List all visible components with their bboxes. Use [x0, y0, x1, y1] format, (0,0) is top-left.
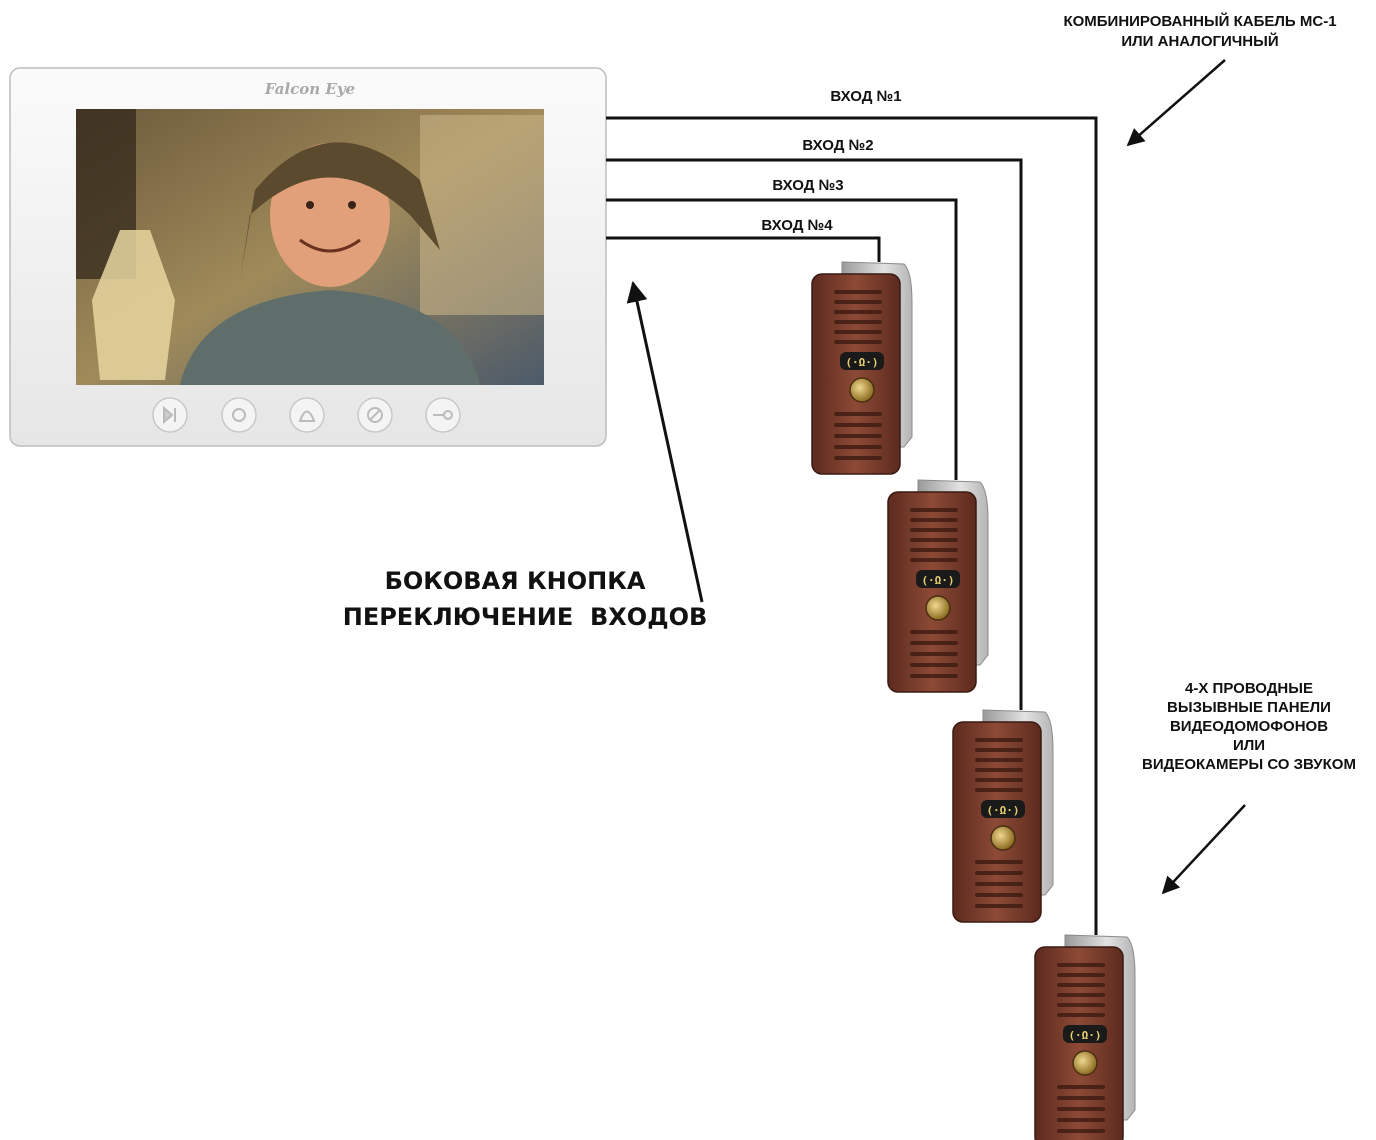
wire-input-1	[606, 116, 1098, 935]
input-label-4: ВХОД №4	[761, 217, 833, 234]
bottle-icon	[92, 230, 175, 380]
play-pause-icon[interactable]	[152, 397, 188, 433]
side-button-line-1: БОКОВАЯ КНОПКА	[385, 567, 646, 595]
call-button-icon[interactable]	[925, 595, 951, 621]
call-panel-4: (·Ω·)	[1034, 934, 1136, 1140]
panel-led-text: (·Ω·)	[1068, 1029, 1101, 1042]
input-label-3: ВХОД №3	[772, 177, 843, 194]
panels-callout-line-3: ВИДЕОДОМОФОНОВ	[1170, 718, 1328, 735]
panel-led-text: (·Ω·)	[921, 574, 954, 587]
wire-input-3	[606, 198, 958, 480]
call-panels: (·Ω·) (·Ω·) (·Ω·) (·Ω·)	[811, 261, 1136, 1140]
side-button-line-2: ПЕРЕКЛЮЧЕНИЕ ВХОДОВ	[343, 603, 708, 631]
panel-led-text: (·Ω·)	[986, 804, 1019, 817]
call-button-icon[interactable]	[990, 825, 1016, 851]
panels-callout-line-4: ИЛИ	[1233, 737, 1265, 754]
panel-led-text: (·Ω·)	[845, 356, 878, 369]
input-label-2: ВХОД №2	[802, 137, 873, 154]
call-button-icon[interactable]	[1072, 1050, 1098, 1076]
monitor-screen	[76, 109, 544, 385]
wire-input-2	[606, 158, 1023, 710]
call-button-icon[interactable]	[849, 377, 875, 403]
cable-callout-line-2: ИЛИ АНАЛОГИЧНЫЙ	[1121, 32, 1278, 50]
panels-callout-line-5: ВИДЕОКАМЕРЫ СО ЗВУКОМ	[1142, 756, 1356, 773]
record-icon[interactable]	[221, 397, 257, 433]
monitor-buttons	[152, 397, 461, 433]
wire-input-4	[606, 236, 881, 262]
panels-callout-line-1: 4-Х ПРОВОДНЫЕ	[1185, 680, 1313, 697]
settings-icon[interactable]	[357, 397, 393, 433]
call-panel-3: (·Ω·)	[952, 709, 1054, 923]
panels-callout-line-2: ВЫЗЫВНЫЕ ПАНЕЛИ	[1167, 699, 1331, 716]
person-photo-icon	[180, 142, 480, 385]
call-panel-2: (·Ω·)	[887, 479, 989, 693]
call-panel-1: (·Ω·)	[811, 261, 913, 475]
cable-callout: КОМБИНИРОВАННЫЙ КАБЕЛЬ МС-1 ИЛИ АНАЛОГИЧ…	[1063, 12, 1337, 147]
panels-callout: 4-Х ПРОВОДНЫЕ ВЫЗЫВНЫЕ ПАНЕЛИ ВИДЕОДОМОФ…	[1142, 680, 1356, 895]
input-label-1: ВХОД №1	[830, 88, 901, 105]
side-button-callout: БОКОВАЯ КНОПКА ПЕРЕКЛЮЧЕНИЕ ВХОДОВ	[343, 280, 708, 631]
side-button-arrow	[626, 280, 704, 603]
video-monitor: Falcon Eye	[9, 67, 607, 447]
wires	[606, 116, 1098, 935]
unlock-key-icon[interactable]	[425, 397, 461, 433]
handset-icon[interactable]	[289, 397, 325, 433]
cable-arrow	[1126, 59, 1226, 147]
panels-arrow	[1161, 804, 1246, 895]
cable-callout-line-1: КОМБИНИРОВАННЫЙ КАБЕЛЬ МС-1	[1063, 12, 1336, 30]
brand-logo: Falcon Eye	[264, 80, 355, 98]
